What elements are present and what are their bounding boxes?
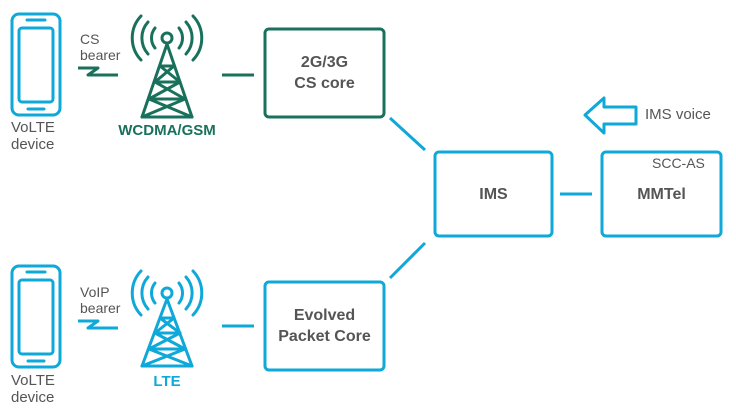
mmtel-label: MMTel: [637, 186, 686, 203]
bottom-device-label-line1: VoLTE: [11, 372, 55, 389]
epc-label: Evolved Packet Core: [265, 305, 384, 347]
epc-to-ims-link: [388, 241, 427, 280]
epc-box[interactable]: [263, 280, 386, 372]
top-bearer-label-line2: bearer: [80, 47, 121, 63]
top-device-label-line1: VoLTE: [11, 119, 55, 136]
bottom-tower-label: LTE: [153, 373, 181, 390]
bottom-device-label: VoLTE device: [11, 372, 55, 406]
cs-core-box[interactable]: [263, 27, 386, 119]
bottom-bearer-label-line2: bearer: [80, 300, 121, 316]
ims-label: IMS: [479, 186, 508, 203]
bottom-device-smartphone-icon: [10, 264, 62, 369]
mmtel-corner-label: SCC-AS: [652, 155, 705, 171]
epc-label-line2: Packet Core: [278, 328, 371, 345]
cs-core-label: 2G/3G CS core: [265, 52, 384, 94]
top-device-smartphone-icon: [10, 12, 62, 117]
bottom-radio-tower-icon: [130, 269, 204, 368]
bottom-bearer-label-line1: VoIP: [80, 284, 110, 300]
cs-core-label-line1: 2G/3G: [300, 54, 349, 71]
cs-core-to-ims-link: [388, 116, 427, 152]
mmtel-box[interactable]: [600, 150, 723, 238]
top-bearer-zigzag-link-icon: [78, 66, 118, 77]
top-bearer-label-line1: CS: [80, 31, 100, 47]
bottom-device-label-line2: device: [11, 389, 55, 406]
top-radio-tower-icon: [130, 14, 204, 119]
top-device-label-line2: device: [11, 136, 55, 153]
cs-core-label-line2: CS core: [294, 75, 355, 92]
bottom-bearer-label: VoIP bearer: [80, 284, 120, 316]
ims-box[interactable]: [433, 150, 554, 238]
ims-voice-arrow-left-outline-icon: [583, 96, 638, 135]
bottom-bearer-zigzag-link-icon: [78, 319, 118, 330]
top-bearer-label: CS bearer: [80, 31, 120, 63]
ims-voice-label: IMS voice: [645, 106, 711, 123]
top-device-label: VoLTE device: [11, 119, 55, 153]
epc-label-line1: Evolved: [293, 307, 356, 324]
top-tower-label: WCDMA/GSM: [118, 122, 216, 139]
